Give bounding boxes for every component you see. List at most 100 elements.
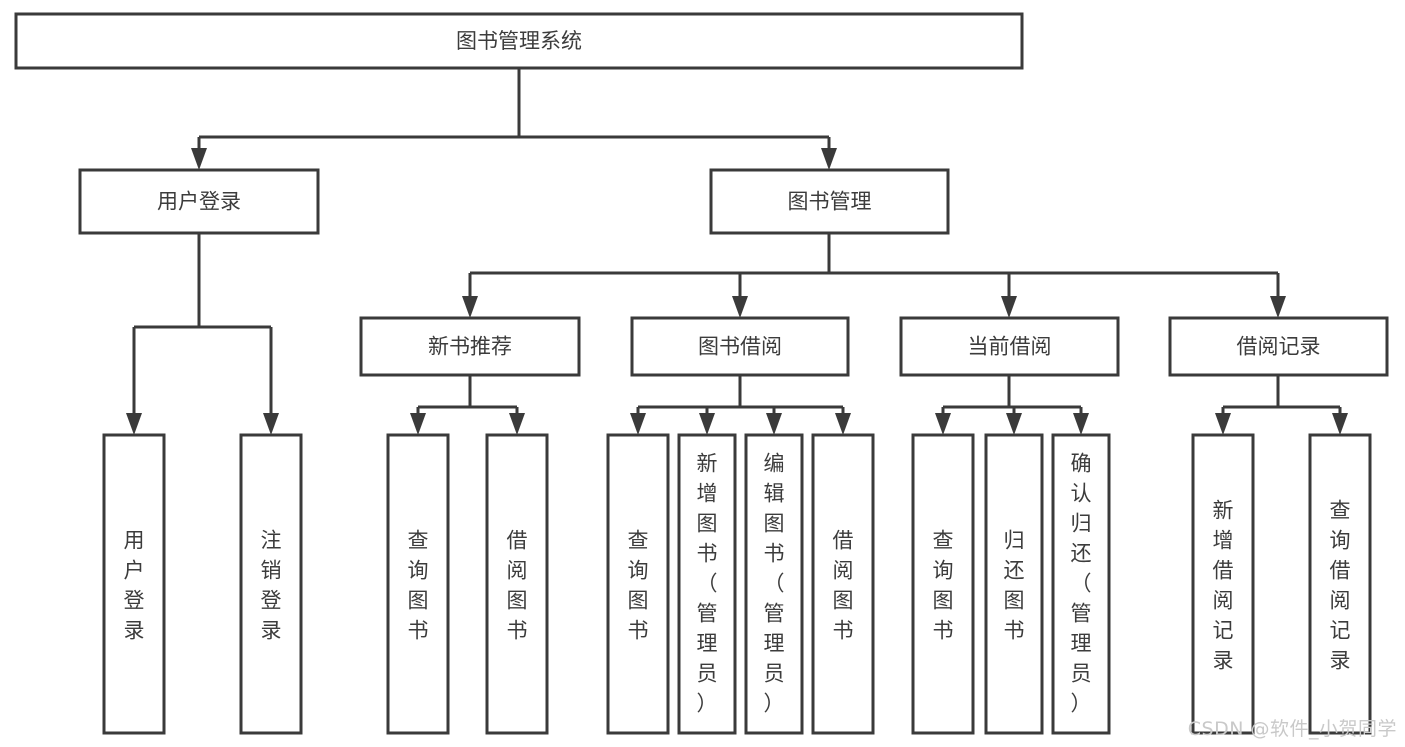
node-label-leaf-user-login-char-3: 录: [124, 618, 145, 642]
connector-group-recommend-to-leaves: [410, 375, 525, 435]
node-box-leaf-query-book-2: [606, 433, 670, 735]
node-label-leaf-query-record-char-3: 阅: [1330, 588, 1351, 612]
connector-group-record-to-leaves: [1215, 375, 1348, 435]
node-label-leaf-edit-book-char-8: ）: [764, 691, 785, 715]
node-box-user-login: [78, 168, 320, 235]
node-label-leaf-logout-char-1: 销: [261, 558, 282, 582]
node-box-leaf-user-login: [102, 433, 166, 735]
node-label-leaf-user-login-char-2: 登: [124, 588, 145, 612]
node-label-leaf-add-book-char-1: 增: [697, 481, 718, 505]
node-label-leaf-edit-book-char-1: 辑: [764, 481, 785, 505]
node-box-leaf-borrow-book-1: [485, 433, 549, 735]
node-label-leaf-user-login-char-0: 用: [124, 528, 145, 552]
node-label-leaf-confirm-return-char-5: 管: [1071, 601, 1092, 625]
node-label-leaf-return-book-char-1: 还: [1004, 558, 1025, 582]
node-box-leaf-edit-book: [744, 433, 804, 735]
node-label-leaf-borrow-book-1-char-2: 图: [507, 588, 528, 612]
node-book-borrow[interactable]: 图书借阅: [630, 316, 850, 377]
node-label-leaf-confirm-return-char-1: 认: [1071, 481, 1092, 505]
node-label-leaf-query-book-3-char-3: 书: [933, 618, 954, 642]
node-label-leaf-add-record-char-1: 增: [1213, 528, 1234, 552]
node-label-leaf-query-book-1-char-2: 图: [408, 588, 429, 612]
node-label-leaf-query-book-3-char-2: 图: [933, 588, 954, 612]
node-label-leaf-borrow-book-2-char-2: 图: [833, 588, 854, 612]
node-box-leaf-logout: [239, 433, 303, 735]
node-box-leaf-query-book-3: [911, 433, 975, 735]
node-current-borrow[interactable]: 当前借阅: [899, 316, 1120, 377]
node-box-book-manage: [709, 168, 950, 235]
node-user-login[interactable]: 用户登录: [78, 168, 320, 235]
node-label-leaf-confirm-return-char-0: 确: [1071, 451, 1092, 475]
node-label-leaf-logout-char-3: 录: [261, 618, 282, 642]
node-label-leaf-add-book-char-2: 图: [697, 511, 718, 535]
node-label-leaf-edit-book-char-0: 编: [764, 451, 785, 475]
node-label-leaf-edit-book-char-5: 管: [764, 601, 785, 625]
node-label-leaf-query-record-char-2: 借: [1330, 558, 1351, 582]
node-label-leaf-borrow-book-1-char-1: 阅: [507, 558, 528, 582]
node-box-new-book-recommend: [359, 316, 581, 377]
node-label-leaf-borrow-book-2-char-0: 借: [833, 528, 854, 552]
node-label-leaf-edit-book-char-2: 图: [764, 511, 785, 535]
connector-group-userlogin-to-leaves: [126, 233, 279, 435]
node-label-leaf-user-login-char-1: 户: [124, 558, 145, 582]
node-label-leaf-confirm-return-char-2: 归: [1071, 511, 1092, 535]
node-label-leaf-edit-book-char-4: （: [764, 571, 785, 595]
node-label-leaf-borrow-book-2-char-3: 书: [833, 618, 854, 642]
node-label-current-borrow: 当前借阅: [968, 335, 1052, 359]
node-label-borrow-record: 借阅记录: [1237, 335, 1321, 359]
node-label-leaf-query-book-2-char-2: 图: [628, 588, 649, 612]
node-box-leaf-query-book-1: [386, 433, 450, 735]
node-root[interactable]: 图书管理系统: [14, 12, 1024, 70]
node-label-book-borrow: 图书借阅: [698, 335, 782, 359]
node-label-leaf-edit-book-char-3: 书: [764, 541, 785, 565]
node-label-leaf-confirm-return-char-8: ）: [1071, 691, 1092, 715]
node-box-leaf-query-record: [1308, 433, 1372, 735]
node-box-leaf-add-record: [1191, 433, 1255, 735]
node-leaf-user-login[interactable]: 用户登录: [102, 433, 166, 735]
node-borrow-record[interactable]: 借阅记录: [1168, 316, 1389, 377]
csdn-watermark: CSDN @软件_小贺同学: [1187, 718, 1397, 740]
node-label-leaf-query-record-char-1: 询: [1330, 528, 1351, 552]
node-box-leaf-borrow-book-2: [811, 433, 875, 735]
node-label-leaf-return-book-char-0: 归: [1004, 528, 1025, 552]
connector-group-bookmanage-to-level3: [462, 233, 1286, 318]
node-box-leaf-add-book: [677, 433, 737, 735]
node-box-root: [14, 12, 1024, 70]
node-box-borrow-record: [1168, 316, 1389, 377]
node-new-book-recommend[interactable]: 新书推荐: [359, 316, 581, 377]
node-label-leaf-add-record-char-4: 记: [1213, 618, 1234, 642]
node-box-leaf-confirm-return: [1051, 433, 1111, 735]
node-label-leaf-borrow-book-1-char-0: 借: [507, 528, 528, 552]
node-label-leaf-query-book-1-char-1: 询: [408, 558, 429, 582]
node-label-leaf-add-record-char-2: 借: [1213, 558, 1234, 582]
node-label-leaf-logout-char-0: 注: [261, 528, 282, 552]
node-label-leaf-query-record-char-4: 记: [1330, 618, 1351, 642]
node-label-leaf-query-record-char-0: 查: [1330, 498, 1351, 522]
node-label-leaf-query-book-1-char-0: 查: [408, 528, 429, 552]
node-book-manage[interactable]: 图书管理: [709, 168, 950, 235]
node-label-leaf-add-book-char-3: 书: [697, 541, 718, 565]
connector-group-root-to-level2: [191, 68, 837, 170]
node-label-leaf-query-book-2-char-1: 询: [628, 558, 649, 582]
node-label-leaf-return-book-char-2: 图: [1004, 588, 1025, 612]
node-label-leaf-add-book-char-0: 新: [697, 451, 718, 475]
node-label-leaf-query-book-3-char-1: 询: [933, 558, 954, 582]
node-label-leaf-add-record-char-0: 新: [1213, 498, 1234, 522]
node-label-leaf-add-book-char-8: ）: [697, 691, 718, 715]
node-boxes-layer: 图书管理系统用户登录图书管理新书推荐图书借阅当前借阅借阅记录用户登录注销登录查询…: [14, 12, 1389, 735]
node-box-leaf-return-book: [984, 433, 1044, 735]
